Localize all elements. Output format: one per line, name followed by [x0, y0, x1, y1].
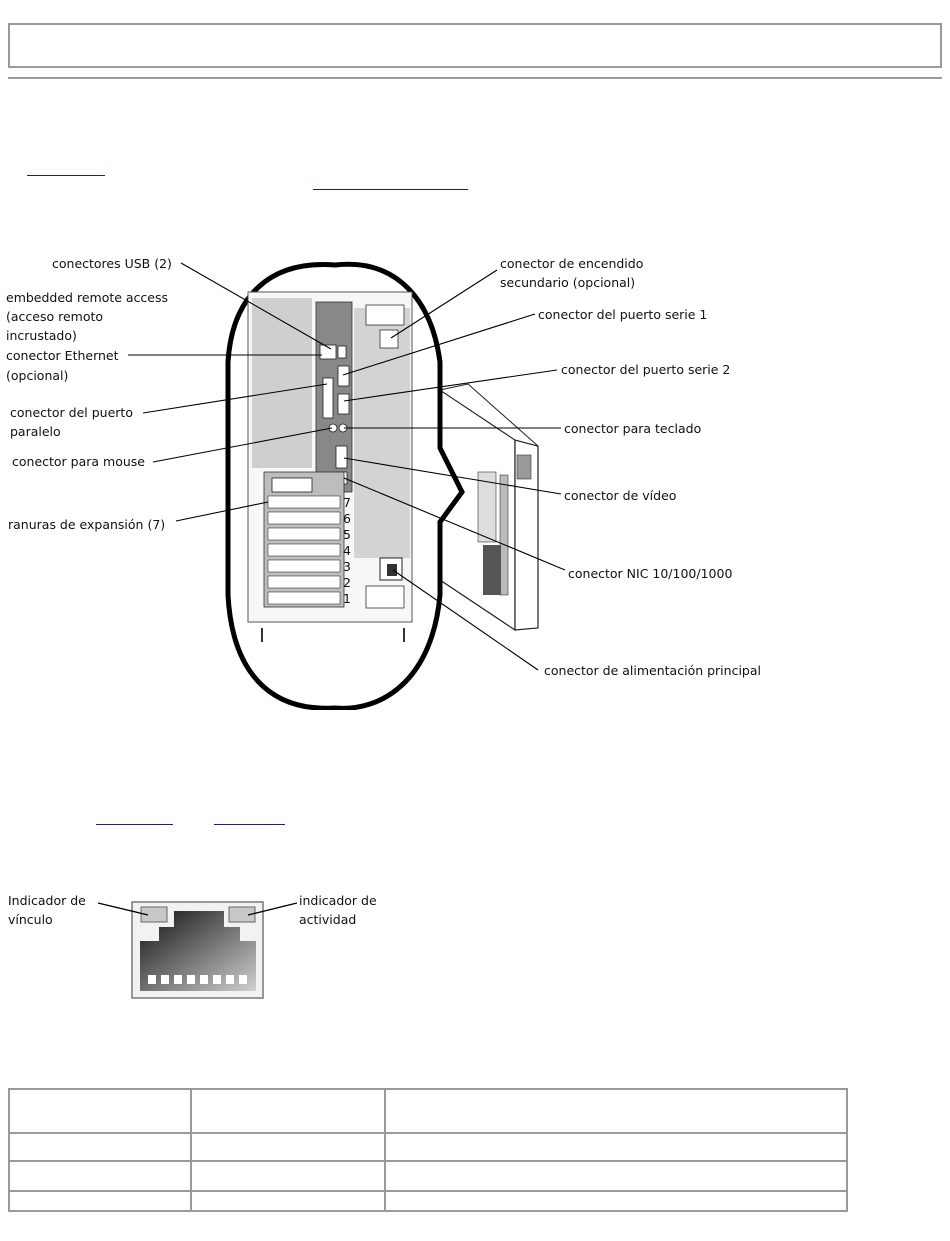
table-header-row: [8, 1088, 848, 1134]
slot-number: 7: [343, 495, 351, 510]
label-parallel-port: conector del puerto: [10, 405, 133, 420]
label-embedded-remote-access-line3: incrustado): [6, 328, 77, 343]
table-cell: [190, 1160, 386, 1192]
slot-number: 4: [343, 543, 351, 558]
link-top-right[interactable]: [313, 189, 468, 190]
table-cell: [190, 1190, 386, 1212]
label-expansion-slots: ranuras de expansión (7): [8, 517, 165, 532]
label-activity-indicator-line2: actividad: [299, 912, 356, 927]
table-cell: [384, 1160, 848, 1192]
label-serial-port-2: conector del puerto serie 2: [561, 362, 730, 377]
table-row: [8, 1190, 848, 1212]
page-title-box: [8, 23, 942, 68]
label-secondary-power-line2: secundario (opcional): [500, 275, 635, 290]
label-keyboard-connector: conector para teclado: [564, 421, 701, 436]
slot-number: 5: [343, 527, 351, 542]
activity-led: [228, 906, 256, 923]
table-row: [8, 1160, 848, 1192]
slot-number: 1: [343, 591, 351, 606]
callout-lines: [128, 262, 566, 671]
header-rule: [8, 77, 942, 79]
label-embedded-remote-access: embedded remote access: [6, 290, 168, 305]
table-cell: [384, 1190, 848, 1212]
label-mouse-connector: conector para mouse: [12, 454, 145, 469]
link-top-left[interactable]: [27, 175, 105, 176]
label-ethernet-connector: conector Ethernet: [6, 348, 119, 363]
table-cell: [8, 1132, 192, 1162]
table-cell: [190, 1132, 386, 1162]
table-cell: [8, 1190, 192, 1212]
slot-number: 6: [343, 511, 351, 526]
table-cell: [190, 1088, 386, 1134]
label-parallel-port-line2: paralelo: [10, 424, 61, 439]
link-nic-1[interactable]: [96, 824, 173, 825]
label-serial-port-1: conector del puerto serie 1: [538, 307, 707, 322]
label-main-power-connector: conector de alimentación principal: [544, 663, 761, 678]
link-led: [140, 906, 168, 923]
label-secondary-power: conector de encendido: [500, 256, 643, 271]
table-cell: [8, 1088, 192, 1134]
label-activity-indicator: indicador de: [299, 893, 377, 908]
label-video-connector: conector de vídeo: [564, 488, 676, 503]
slot-number: 2: [343, 575, 351, 590]
label-nic-connector: conector NIC 10/100/1000: [568, 566, 732, 581]
table-cell: [8, 1160, 192, 1192]
table-row: [8, 1132, 848, 1162]
label-ethernet-connector-line2: (opcional): [6, 368, 68, 383]
label-embedded-remote-access-line2: (acceso remoto: [6, 309, 103, 324]
table-cell: [384, 1088, 848, 1134]
side-view-cabinet: [438, 383, 539, 632]
nic-indicator-table: [8, 1088, 848, 1212]
table-cell: [384, 1132, 848, 1162]
label-link-indicator-line2: vínculo: [8, 912, 53, 927]
tower-rear-panel: 7 6 5 4 3 2 1: [247, 291, 413, 642]
slot-number: 3: [343, 559, 351, 574]
label-usb-connectors: conectores USB (2): [52, 256, 172, 271]
nic-indicator-diagram: Indicador de vínculo indicador de activi…: [8, 893, 377, 999]
rear-panel-diagram: 7 6 5 4 3 2 1 conectores USB (2) embedde…: [6, 256, 761, 710]
label-link-indicator: Indicador de: [8, 893, 86, 908]
link-nic-2[interactable]: [214, 824, 285, 825]
